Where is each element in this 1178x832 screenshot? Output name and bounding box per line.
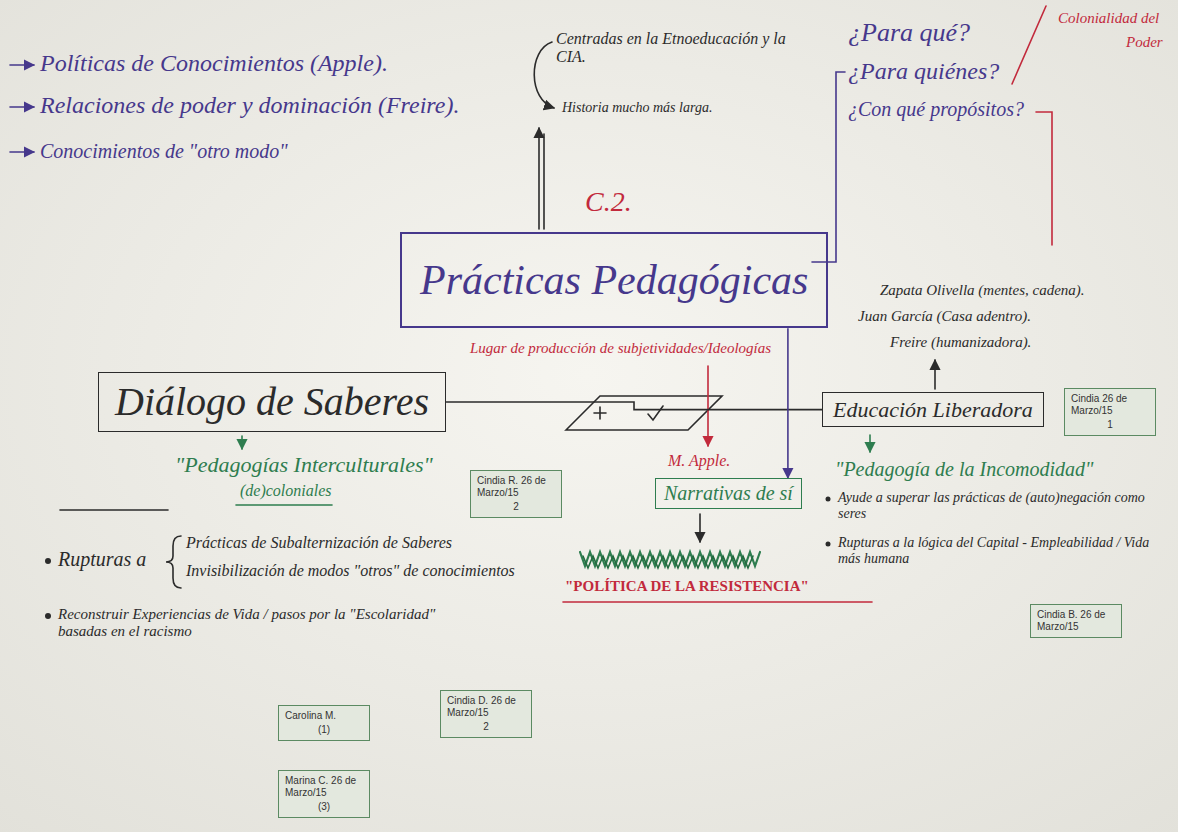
note-text: (de)coloniales: [240, 482, 332, 500]
note-text: Colonialidad del: [1058, 10, 1159, 27]
note-text: Relaciones de poder y dominación (Freire…: [40, 92, 459, 120]
note-text: ¿Con qué propósitos?: [848, 98, 1024, 121]
note-text: Ayude a superar las prácticas de (auto)n…: [838, 490, 1163, 522]
name-card: Cindia 26 de Marzo/15 1: [1064, 388, 1156, 436]
node-label: Cindia R. 26 de Marzo/15: [477, 475, 555, 499]
note-text: Conocimientos de "otro modo": [40, 140, 288, 163]
bullet-dot: [826, 497, 831, 502]
note-text: "POLÍTICA DE LA RESISTENCIA": [565, 578, 809, 595]
node-label: Prácticas Pedagógicas: [420, 256, 808, 304]
node-label: Cindia B. 26 de Marzo/15: [1037, 609, 1115, 633]
note-text: "Pedagogías Interculturales": [175, 452, 433, 477]
leader-arrow: [707, 366, 709, 446]
node-label: Diálogo de Saberes: [115, 379, 429, 425]
name-card: Cindia B. 26 de Marzo/15: [1030, 604, 1122, 638]
bullet-arrow: [10, 151, 34, 153]
bullet-arrow: [10, 106, 34, 108]
up-arrow-double: [543, 134, 545, 229]
note-text: Rupturas a la lógica del Capital - Emple…: [838, 535, 1163, 567]
node-note: 2: [447, 721, 525, 733]
underline: [236, 504, 332, 506]
name-card: Marina C. 26 de Marzo/15 (3): [278, 770, 370, 818]
name-card: Cindia R. 26 de Marzo/15 2: [470, 470, 562, 518]
concept-box: Diálogo de Saberes: [98, 372, 446, 432]
note-text: Juan García (Casa adentro).: [858, 308, 1031, 325]
node-note: 2: [477, 501, 555, 513]
up-arrow: [934, 360, 936, 389]
note-text: Historia mucho más larga.: [562, 100, 712, 116]
note-text: Prácticas de Subalternización de Saberes: [186, 534, 452, 552]
note-text: C.2.: [585, 186, 632, 218]
red-slash: [1012, 6, 1046, 84]
note-text: Centradas en la Etnoeducación y la CIA.: [556, 30, 806, 67]
note-text: M. Apple.: [668, 452, 730, 470]
bullet-arrow: [10, 64, 34, 66]
scribble: [583, 556, 753, 568]
plus-mark: [594, 407, 606, 419]
note-text: ¿Para qué?: [848, 18, 970, 48]
node-label: Cindia 26 de Marzo/15: [1071, 393, 1149, 417]
note-text: Políticas de Conocimientos (Apple).: [40, 50, 388, 78]
note-text: Invisibilización de modos "otros" de con…: [186, 562, 515, 580]
note-text: "Pedagogía de la Incomodidad": [835, 458, 1093, 481]
note-text: Zapata Olivella (mentes, cadena).: [880, 282, 1085, 299]
node-label: Cindia D. 26 de Marzo/15: [447, 695, 525, 719]
parallelogram-shape: [566, 396, 722, 430]
connector-line: [787, 328, 789, 478]
note-text: Lugar de producción de subjetividades/Id…: [470, 340, 771, 357]
sketch-strokes: [10, 6, 1052, 602]
underline: [563, 601, 872, 603]
down-arrow: [241, 436, 243, 449]
name-card: Carolina M. (1): [278, 705, 370, 741]
note-text: Reconstruir Experiencias de Vida / pasos…: [58, 606, 458, 641]
connector-line: [446, 402, 822, 410]
bullet-dot: [826, 542, 831, 547]
down-arrow: [699, 514, 701, 542]
node-label: Carolina M.: [285, 710, 363, 722]
node-note: 1: [1071, 419, 1149, 431]
note-text: Rupturas a: [58, 548, 146, 571]
concept-box: Educación Liberadora: [822, 392, 1044, 427]
concept-box: Prácticas Pedagógicas: [400, 232, 828, 328]
concept-box: Narrativas de sí: [655, 478, 802, 509]
down-arrow: [869, 435, 871, 452]
note-text: Freire (humanizadora).: [890, 334, 1031, 351]
node-label: Educación Liberadora: [833, 397, 1033, 422]
node-label: Narrativas de sí: [664, 482, 793, 505]
note-text: ¿Para quiénes?: [848, 58, 999, 86]
curved-arrow: [534, 42, 554, 108]
bullet-dots: [45, 497, 831, 620]
bullet-dot: [45, 558, 51, 564]
bullet-dot: [45, 613, 51, 619]
node-note: (3): [285, 801, 363, 813]
red-bracket: [1036, 112, 1052, 245]
node-label: Marina C. 26 de Marzo/15: [285, 775, 363, 799]
brace: [166, 536, 181, 588]
check-mark: [648, 406, 663, 420]
node-note: (1): [285, 724, 363, 736]
rule-line: [60, 509, 168, 511]
name-card: Cindia D. 26 de Marzo/15 2: [440, 690, 532, 738]
note-text: Poder: [1126, 34, 1163, 51]
up-arrow: [538, 128, 540, 229]
